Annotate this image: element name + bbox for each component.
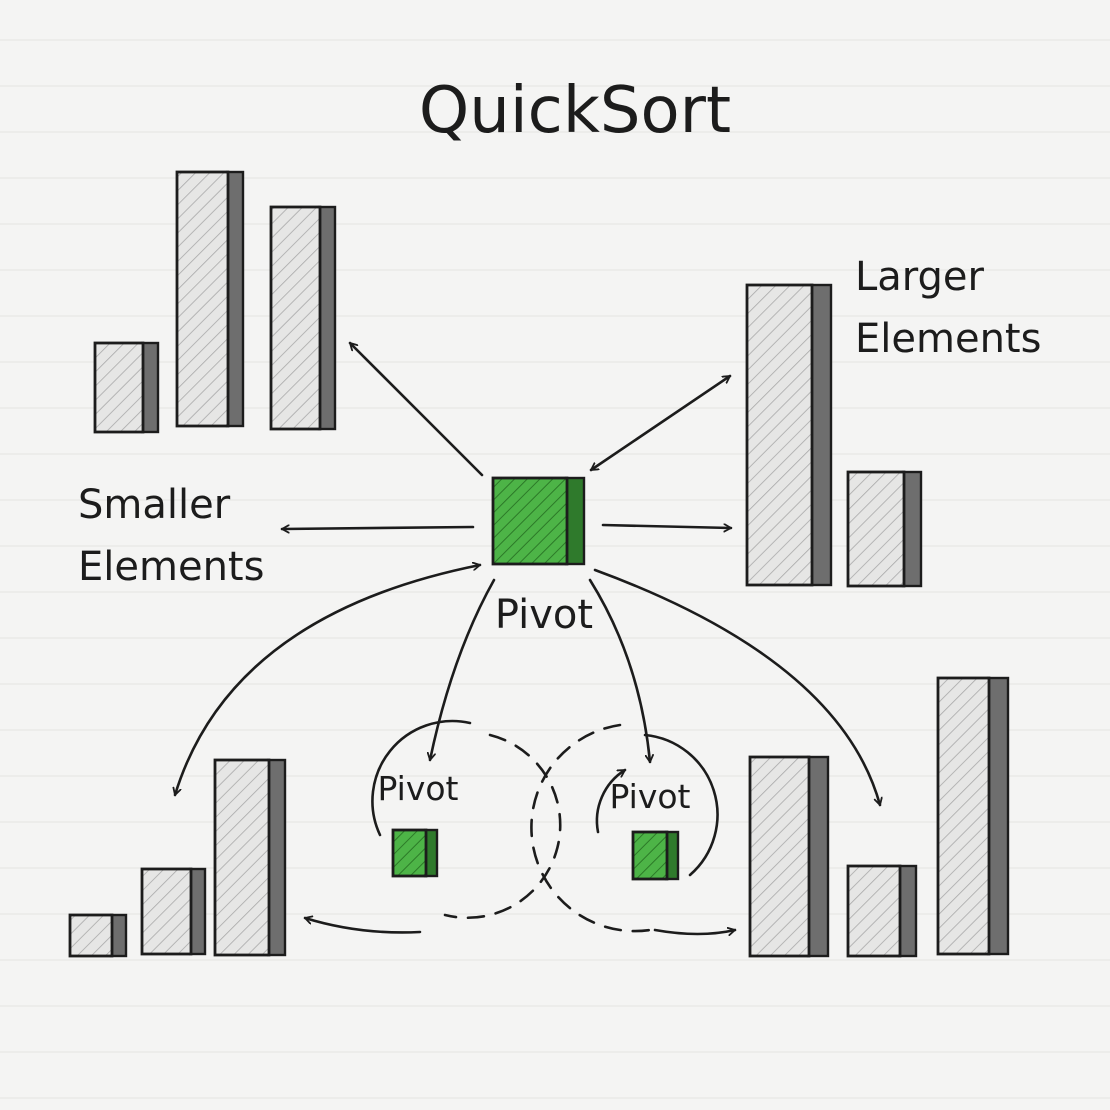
bars-bottom-left: [68, 758, 287, 958]
arrow-to-top-right: [589, 374, 732, 472]
arrow-to-right-subpivot: [588, 578, 650, 764]
bars-top-right: [745, 283, 923, 588]
bars-top-left: [93, 170, 337, 434]
bar: [745, 283, 833, 587]
pivot-block-main: [491, 476, 586, 566]
loop-arrow-inner-right: [595, 768, 627, 834]
pivot-label-main: Pivot: [495, 592, 593, 638]
bar: [93, 341, 160, 434]
pivot-label-left: Pivot: [377, 769, 458, 808]
left-subpivot-group: Pivot: [303, 719, 562, 934]
arrow-to-right-bars: [653, 930, 737, 934]
arrow-to-top-left: [348, 341, 484, 477]
bar: [269, 205, 337, 431]
bar: [936, 676, 1010, 956]
arrows-main: [175, 341, 880, 807]
bar: [140, 867, 207, 956]
arrow-to-left-subpivot: [430, 578, 496, 762]
page-title: QuickSort: [419, 74, 731, 148]
bar: [175, 170, 245, 428]
arrow-curve-to-bottom-right: [593, 568, 880, 807]
arrow-back-to-left-bars: [303, 918, 422, 934]
smaller-elements-label-line2: Elements: [78, 544, 264, 590]
arrow-curve-to-bottom-left: [175, 565, 482, 797]
bar: [68, 913, 128, 958]
bar: [846, 864, 918, 958]
arrow-to-smaller: [280, 527, 475, 529]
loop-arc-dashed-left: [443, 733, 562, 920]
pivot-label-right: Pivot: [609, 777, 690, 816]
bars-bottom-right: [748, 676, 1010, 958]
larger-elements-label-line2: Elements: [855, 316, 1041, 362]
bar: [748, 755, 830, 958]
loop-arc-solid-left: [371, 719, 472, 837]
loop-arc-solid-right: [643, 733, 719, 877]
loop-arc-dashed-right: [530, 723, 652, 933]
bar: [846, 470, 923, 588]
arrow-to-larger: [601, 525, 733, 528]
bar: [213, 758, 287, 957]
larger-elements-label-line1: Larger: [855, 254, 985, 300]
pivot-block-right: [631, 830, 680, 881]
pivot-block-left: [391, 828, 439, 878]
smaller-elements-label-line1: Smaller: [78, 482, 231, 528]
right-subpivot-group: Pivot: [530, 723, 737, 934]
